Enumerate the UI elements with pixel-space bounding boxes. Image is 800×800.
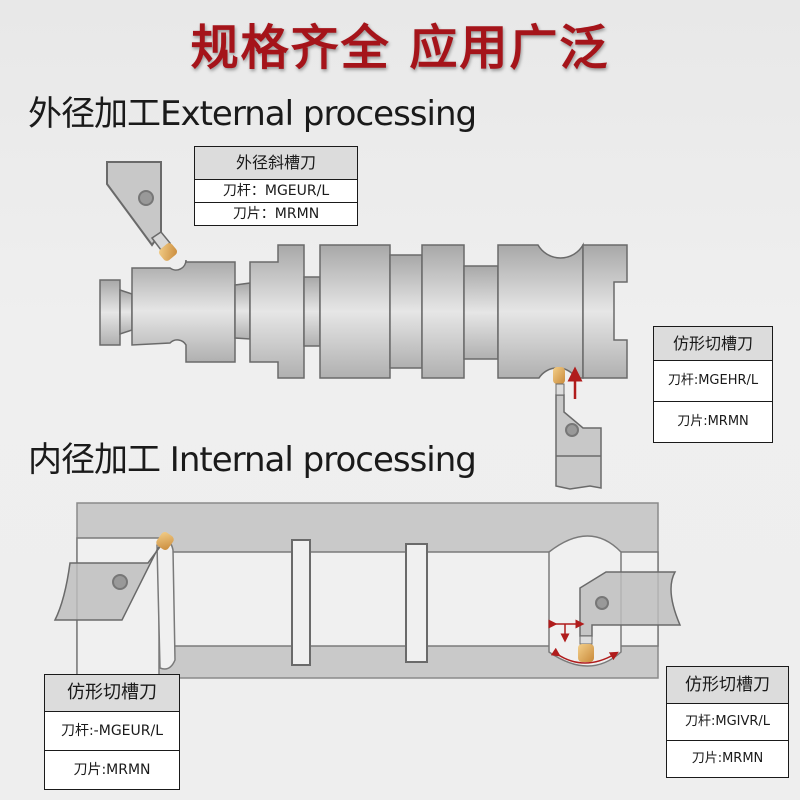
- internal-right-grooving-tool: [548, 571, 682, 664]
- clamp-screw-icon: [112, 574, 128, 590]
- clamp-screw-icon: [138, 190, 154, 206]
- insert-spec: 刀片:MRMN: [691, 751, 764, 766]
- internal-right-label: 仿形切槽刀 刀杆:MGIVR/L 刀片:MRMN: [666, 666, 789, 778]
- external-oblique-label: 外径斜槽刀 刀杆：MGEUR/L 刀片：MRMN: [194, 146, 358, 226]
- tool-name: 仿形切槽刀: [45, 675, 179, 712]
- clamp-screw-icon: [595, 596, 609, 610]
- external-section-title: 外径加工External processing: [28, 94, 477, 134]
- page-title: 规格齐全 应用广泛: [190, 20, 610, 76]
- holder-spec: 刀杆：MGEUR/L: [195, 180, 357, 203]
- tool-name: 仿形切槽刀: [654, 327, 772, 361]
- clamp-screw-icon: [565, 423, 579, 437]
- external-profile-label: 仿形切槽刀 刀杆:MGEHR/L 刀片:MRMN: [653, 326, 773, 443]
- insert-icon: [159, 243, 177, 261]
- external-oblique-grooving-tool: [106, 161, 177, 261]
- internal-section-title: 内径加工 Internal processing: [28, 440, 477, 480]
- holder-spec: 刀杆:MGIVR/L: [667, 704, 788, 741]
- insert-icon: [553, 367, 565, 384]
- insert-icon: [156, 532, 174, 550]
- insert-spec: 刀片：MRMN: [232, 206, 320, 222]
- internal-left-grooving-tool: [53, 532, 174, 621]
- holder-spec: 刀杆:MGEHR/L: [654, 361, 772, 402]
- insert-spec: 刀片:MRMN: [73, 762, 151, 778]
- insert-icon: [578, 644, 594, 662]
- internal-left-label: 仿形切槽刀 刀杆:-MGEUR/L 刀片:MRMN: [44, 674, 180, 790]
- profile-motion-arrow: [550, 647, 619, 664]
- external-profile-grooving-tool: [553, 366, 602, 490]
- holder-spec: 刀杆:-MGEUR/L: [45, 712, 179, 751]
- external-workpiece-shaft: [99, 242, 628, 379]
- insert-spec: 刀片:MRMN: [677, 414, 749, 429]
- internal-workpiece-bore: [76, 502, 659, 679]
- tool-name: 外径斜槽刀: [195, 147, 357, 180]
- tool-name: 仿形切槽刀: [667, 667, 788, 704]
